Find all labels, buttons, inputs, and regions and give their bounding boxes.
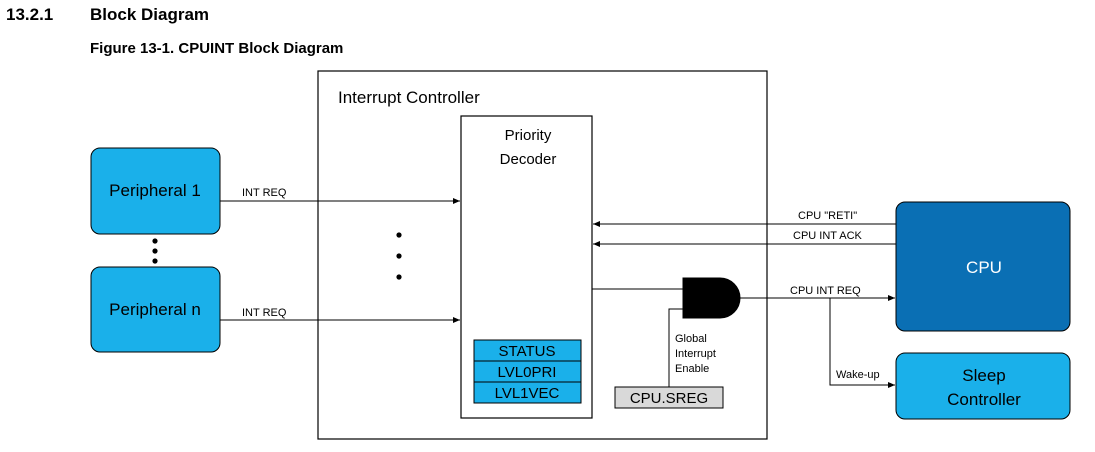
controller-ellipsis-dot: [396, 274, 402, 280]
sleep-controller-label-line1: Sleep: [962, 366, 1005, 385]
section-heading: 13.2.1 Block Diagram: [6, 5, 209, 25]
cpu-label: CPU: [966, 258, 1002, 277]
register-lvl1vec-label: LVL1VEC: [495, 385, 560, 402]
sleep-controller-block: [895, 352, 1071, 420]
register-lvl1vec-box: [473, 381, 582, 404]
interrupt-controller-label: Interrupt Controller: [338, 88, 480, 107]
global-interrupt-enable-line1: Global: [675, 333, 707, 345]
global-enable-to-and-gate-wire: [668, 308, 683, 387]
priority-decoder-label-line1: Priority: [505, 127, 552, 144]
peripheral-n-block: [90, 266, 221, 353]
sleep-controller-label-line2: Controller: [947, 390, 1021, 409]
controller-ellipsis-dot: [396, 232, 402, 238]
figure-caption: Figure 13-1. CPUINT Block Diagram: [90, 40, 344, 57]
cpu-sreg-label: CPU.SREG: [630, 390, 708, 407]
global-interrupt-enable-line2: Interrupt: [675, 348, 716, 360]
peripheral-n-label: Peripheral n: [109, 300, 201, 319]
peripheral-1-block: [90, 147, 221, 235]
register-status-label: STATUS: [499, 343, 556, 360]
priority-decoder-label-line2: Decoder: [500, 151, 557, 168]
cpu-int-ack-label: CPU INT ACK: [793, 230, 863, 242]
cpu-int-req-label: CPU INT REQ: [790, 285, 861, 297]
peripheral-ellipsis-dot: [152, 248, 158, 254]
peripheral-1-label: Peripheral 1: [109, 181, 201, 200]
cpu-block: [895, 201, 1071, 332]
and-gate-icon: [682, 277, 741, 319]
global-interrupt-enable-line3: Enable: [675, 363, 709, 375]
peripheral-ellipsis-dot: [152, 258, 158, 264]
cpu-reti-label: CPU "RETI": [798, 210, 857, 222]
section-title: Block Diagram: [90, 5, 210, 24]
section-number: 13.2.1: [6, 5, 54, 24]
int-req-1-label: INT REQ: [242, 187, 287, 199]
register-lvl0pri-label: LVL0PRI: [498, 364, 557, 381]
wake-up-wire: [829, 298, 895, 388]
controller-ellipsis-dot: [396, 253, 402, 259]
wake-up-label: Wake-up: [836, 369, 880, 381]
peripheral-ellipsis-dot: [152, 238, 158, 244]
int-req-n-label: INT REQ: [242, 307, 287, 319]
cpu-sreg-box: [614, 386, 724, 409]
